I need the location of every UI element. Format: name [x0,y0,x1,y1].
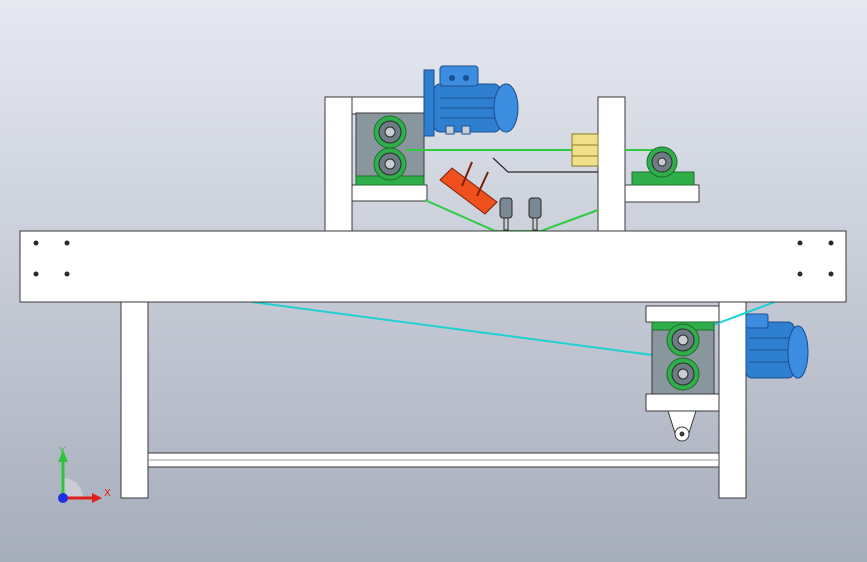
lower-right-bottom-plate [645,393,720,412]
left-upper-post [324,96,353,232]
upper-roller-top [373,115,407,149]
cyan-cable [251,301,661,357]
lower-roller-top [666,323,700,357]
triad-plane [63,478,83,498]
z-axis-dot [58,493,68,503]
lower-roller-bottom [666,357,700,391]
axis-triad: Y X [58,446,111,503]
upper-left-top-plate [351,96,428,115]
upper-roller-bottom [373,147,407,181]
cylinder-left [499,197,513,231]
y-axis-label: Y [58,446,66,457]
orange-cutter [439,161,498,215]
right-leg [718,300,747,499]
hanging-bracket [667,410,697,442]
upper-right-plate [624,184,700,203]
yellow-guide-block [571,133,599,167]
x-axis-label: X [104,488,111,499]
cylinder-right [528,197,542,231]
lower-motor [745,313,809,379]
upper-motor [423,65,519,137]
beam-bolts [33,240,834,277]
lower-right-top-plate [645,305,720,323]
main-beam [19,230,847,303]
x-axis-arrow [92,493,102,503]
guide-wire [492,157,598,173]
upper-left-bottom-plate [351,184,428,202]
upper-right-roller [646,146,678,178]
right-upper-post [597,96,626,232]
y-axis-arrow [58,450,68,462]
left-leg [120,300,149,499]
